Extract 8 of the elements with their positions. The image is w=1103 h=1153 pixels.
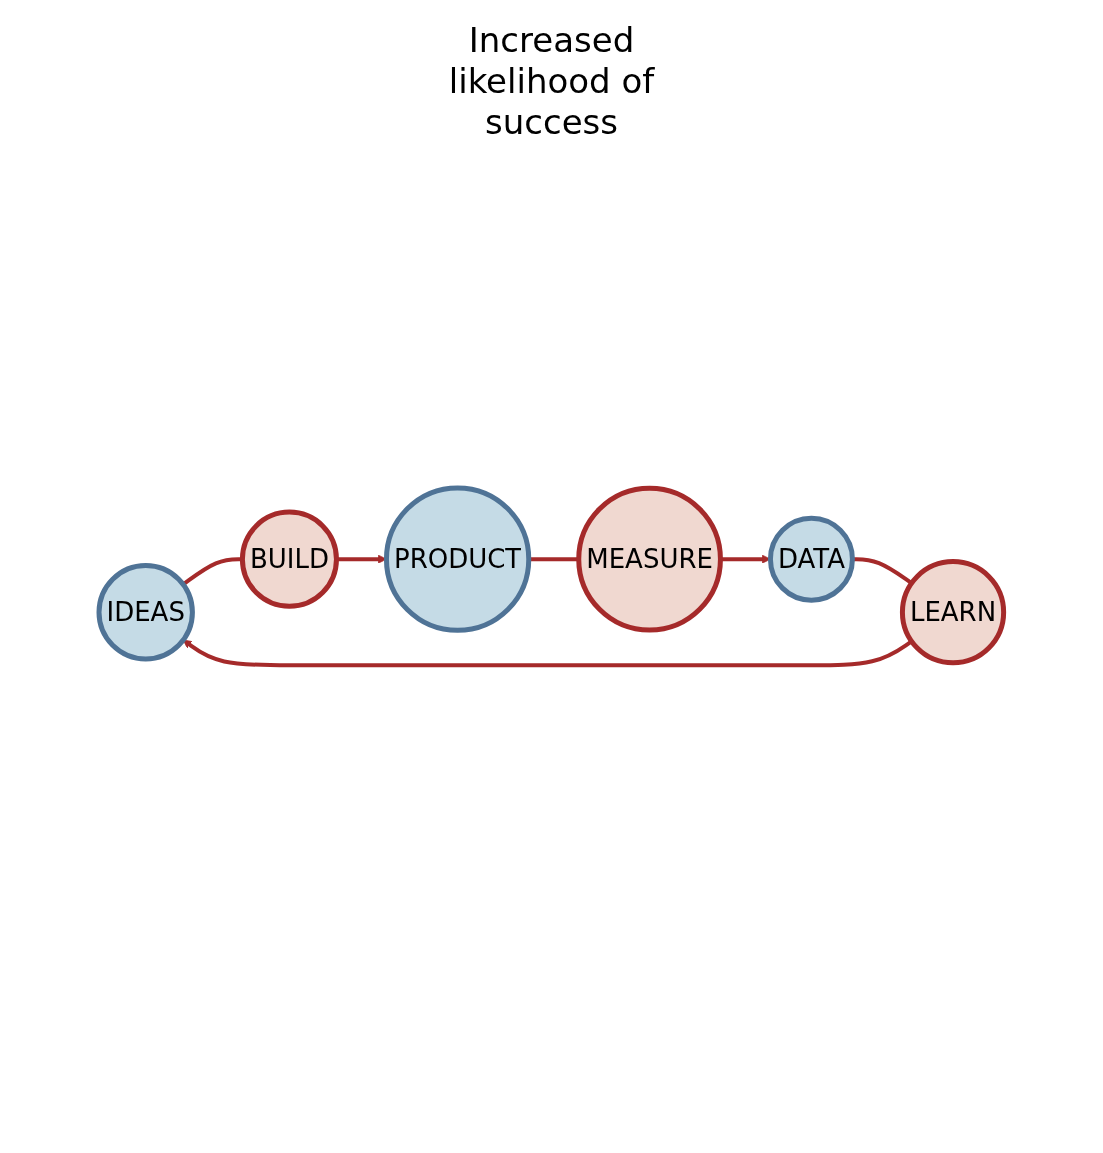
arrow [183,639,913,668]
node-circle: IDEAS [96,562,196,662]
node-circle: DATA [768,515,856,603]
node-circle: BUILD [240,509,340,609]
node-circle: PRODUCT [384,485,532,633]
center-caption: Increased likelihood of success [447,20,656,143]
node-circle: MEASURE [576,485,724,633]
node-circle: LEARN [900,558,1007,666]
